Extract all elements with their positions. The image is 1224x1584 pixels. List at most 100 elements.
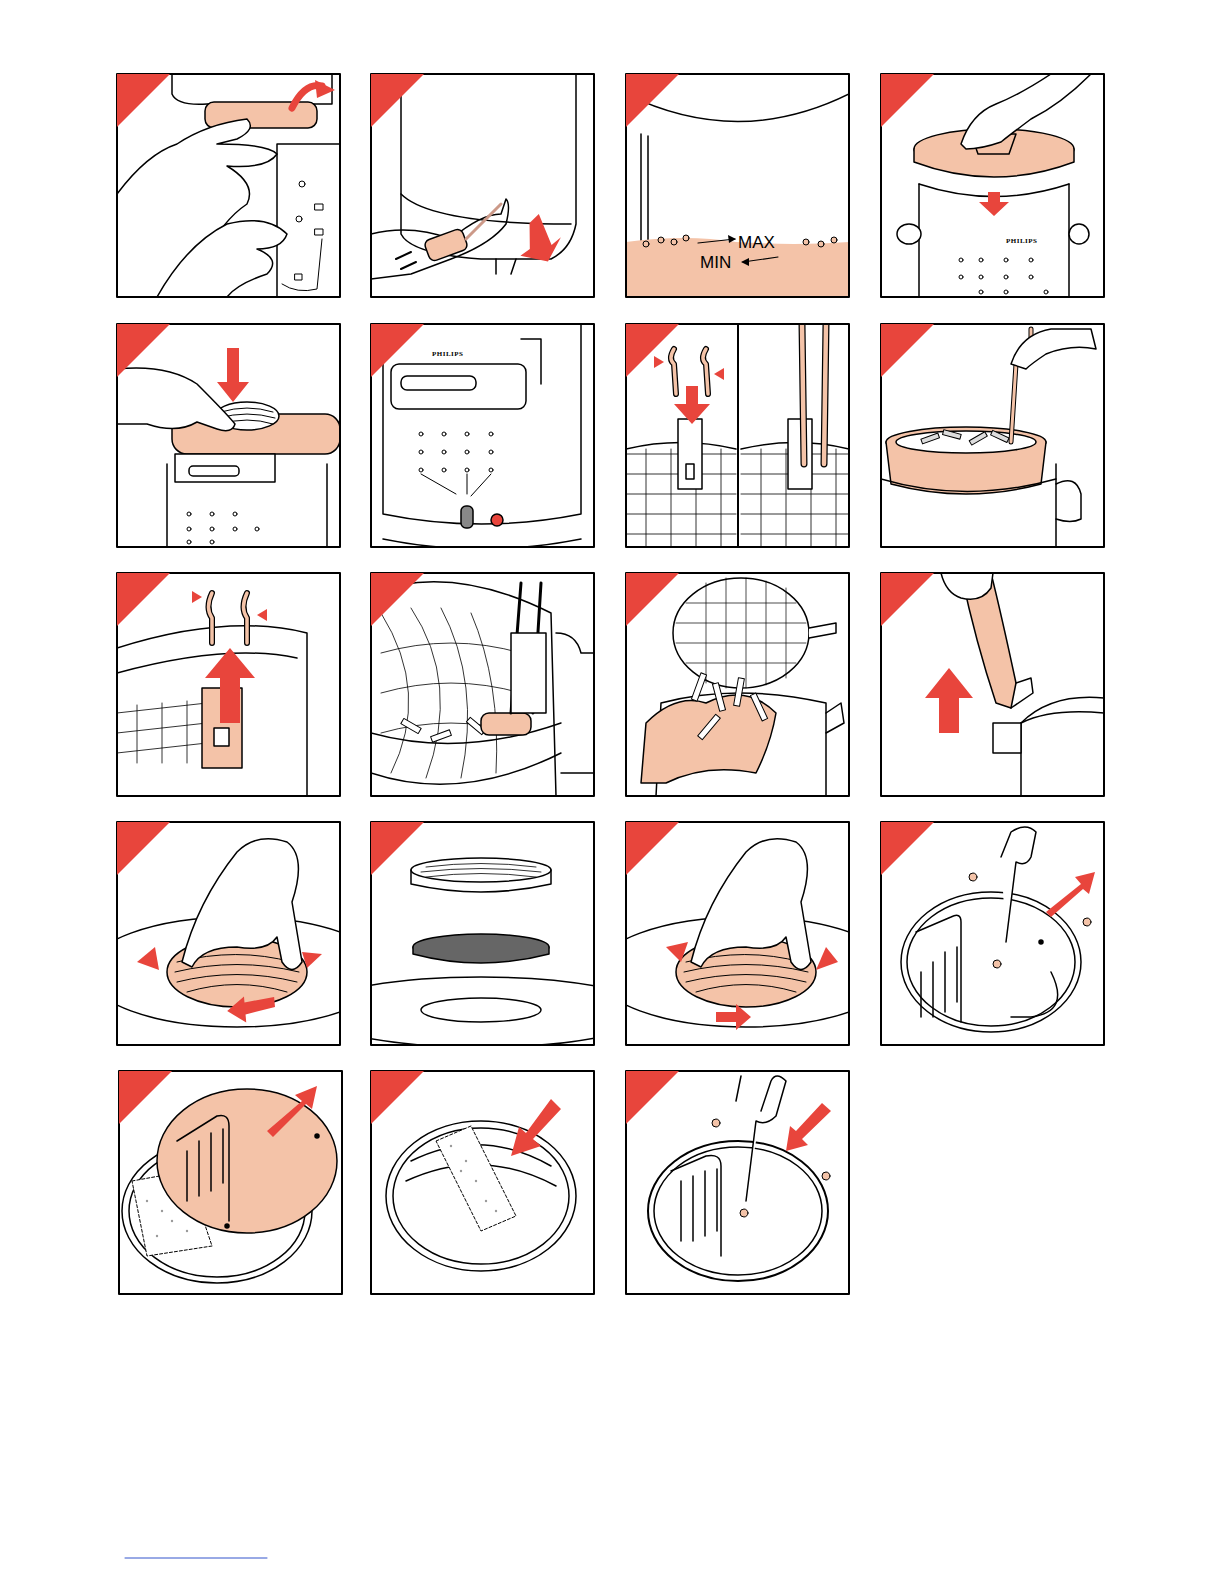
panel-frames [371, 324, 594, 547]
filter-parts-panel [371, 822, 594, 1045]
drain-fries-panel [826, 703, 844, 733]
handle-remove-panel [257, 609, 267, 621]
oil-level-panel [671, 239, 677, 245]
handle-attach-panel [626, 449, 849, 547]
filter-insert-panel [475, 1180, 477, 1182]
filter-insert-panel [465, 1160, 467, 1162]
panel-frames [117, 74, 340, 297]
switch-on-panel [465, 468, 469, 472]
unplug-panel [401, 74, 576, 259]
corner-marks [626, 1071, 679, 1124]
corner-marks [881, 573, 934, 626]
handle-panel [277, 144, 340, 297]
filter-parts-panel [421, 864, 541, 878]
oil-level-panel [658, 237, 664, 243]
filter-parts-panel [371, 977, 594, 1045]
unscrew-panel [881, 822, 1104, 1045]
handle-panel [117, 74, 340, 297]
unplug-panel [371, 74, 594, 297]
corner-marks [371, 324, 424, 377]
filter-insert-panel [371, 1071, 594, 1294]
corner-marks [626, 74, 679, 127]
lid-panel [959, 275, 963, 279]
switch-on-panel [442, 468, 446, 472]
panel-frames [626, 1071, 849, 1294]
filter-press-panel [233, 527, 237, 531]
filter-lock-panel [626, 822, 849, 1045]
switch-on-panel [383, 539, 581, 547]
lid-panel [1029, 258, 1033, 262]
switch-on-panel [489, 468, 493, 472]
lid-panel [881, 74, 1104, 297]
lid-panel [1069, 224, 1089, 244]
handle-attach-panel [686, 464, 694, 479]
cover-remove-panel [146, 1200, 148, 1202]
basket-in-panel [921, 433, 940, 444]
handle-attach-panel [626, 324, 849, 547]
switch-on-panel [371, 324, 594, 547]
lid-panel [979, 258, 983, 262]
basket-hang-panel [511, 633, 546, 713]
basket-hang-panel [556, 633, 594, 773]
switch-on-panel [491, 514, 503, 526]
oil-level-panel [626, 238, 849, 297]
drain-fries-panel [676, 578, 806, 688]
unscrew-panel [1001, 827, 1036, 942]
cover-remove-panel [117, 1071, 340, 1294]
drain-fries-panel [626, 573, 849, 796]
handle-remove-panel [117, 701, 207, 763]
lid-remove-panel [881, 573, 1104, 796]
unplug-panel [371, 74, 594, 297]
drain-fries-panel [809, 623, 836, 638]
filter-parts-panel [411, 858, 551, 882]
panel-frames [881, 822, 1104, 1045]
switch-on-panel [421, 474, 491, 496]
lid-remove-panel [881, 573, 1104, 796]
lid-remove-panel [993, 723, 1021, 753]
drain-fries-panel [712, 683, 725, 712]
cover-remove-panel [156, 1235, 158, 1237]
filter-press-panel [187, 540, 191, 544]
footer-rule [125, 1558, 267, 1559]
lid-panel [1044, 290, 1048, 294]
handle-panel [282, 239, 322, 291]
unplug-panel [371, 74, 594, 297]
drain-fries-panel [734, 678, 745, 707]
filter-parts-panel [371, 822, 594, 1045]
basket-in-panel [881, 324, 1104, 547]
switch-on-panel [419, 432, 493, 496]
cover-remove-panel [187, 1129, 223, 1201]
filter-press-panel [175, 454, 275, 482]
drain-fries-panel [676, 578, 806, 688]
screw-back-panel [712, 1119, 720, 1127]
screw-back-panel [626, 1071, 849, 1294]
panel-frames [117, 74, 1104, 1294]
screw-back-panel [740, 1209, 748, 1217]
cover-remove-panel [117, 1071, 340, 1294]
filter-insert-panel [386, 1121, 576, 1271]
basket-hang-panel [481, 713, 531, 735]
corner-marks [119, 1071, 172, 1124]
filter-parts-panel [421, 998, 541, 1022]
filter-parts-panel [421, 864, 541, 878]
handle-attach-panel [626, 443, 849, 450]
filter-lock-panel [666, 942, 688, 962]
filter-press-panel [187, 512, 191, 516]
switch-on-panel [419, 450, 423, 454]
basket-hang-panel [381, 608, 521, 778]
basket-hang-panel [371, 573, 594, 796]
screw-back-panel [626, 1071, 849, 1294]
basket-hang-panel [431, 730, 452, 742]
filter-lock-panel [596, 822, 896, 1045]
unscrew-panel [969, 873, 977, 881]
drain-fries-panel [691, 673, 767, 740]
screw-back-panel [648, 1141, 828, 1281]
filter-rotate-panel [117, 822, 340, 1045]
lid-panel [1004, 258, 1008, 262]
unscrew-panel [881, 822, 1104, 1045]
handle-remove-panel [117, 573, 340, 796]
corner-marks [371, 1071, 424, 1124]
filter-rotate-panel [87, 822, 387, 1045]
panel-frames [881, 324, 1104, 547]
oil-level-panel [626, 74, 849, 297]
